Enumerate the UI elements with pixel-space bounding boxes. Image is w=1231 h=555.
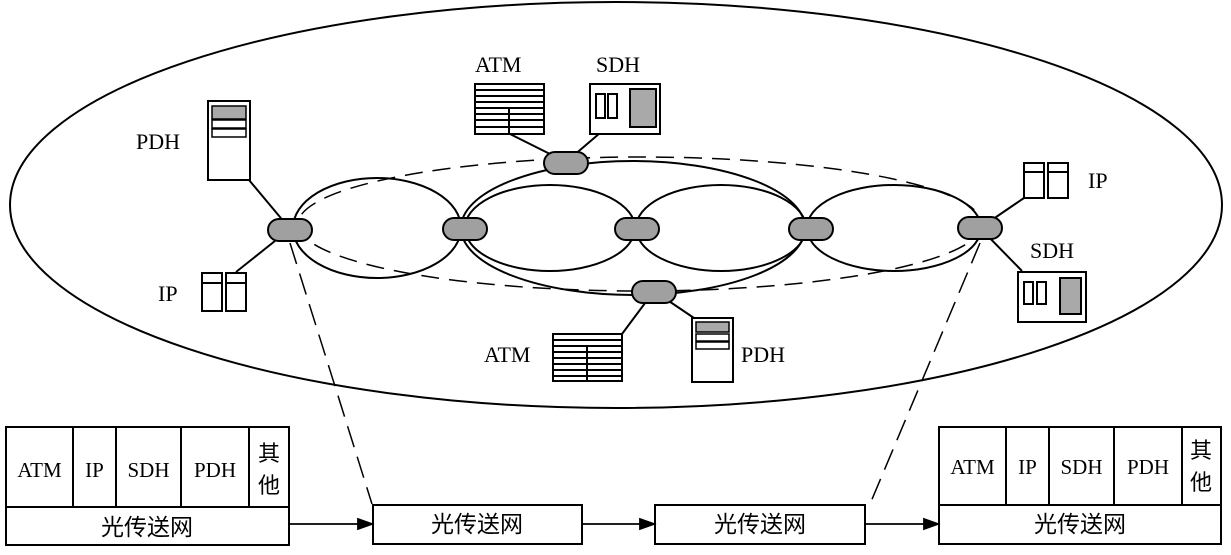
network-nodes: [267, 151, 1003, 304]
flow-arrows: [290, 517, 941, 531]
middle-box-1: [372, 504, 583, 545]
label-atm-bottom: ATM: [484, 342, 530, 367]
atm-device-bottom: [552, 333, 623, 382]
right-cell-atm: ATM: [950, 455, 995, 479]
right-cell-other-2: 他: [1190, 471, 1212, 496]
ip-device-right: [1023, 162, 1069, 199]
left-cell-sdh: SDH: [127, 458, 169, 482]
node-2[interactable]: [442, 217, 488, 241]
label-ip-left: IP: [158, 281, 178, 306]
node-4[interactable]: [788, 217, 834, 241]
label-pdh-bottom: PDH: [741, 342, 785, 367]
sdh-device-right: [1017, 271, 1087, 323]
arrow-3-head: [923, 517, 941, 531]
node-top[interactable]: [543, 151, 589, 175]
ring-link-2: [464, 184, 636, 272]
label-sdh-top: SDH: [596, 52, 640, 77]
left-cell-other-2: 他: [258, 474, 280, 499]
left-cell-other-1: 其: [258, 442, 280, 467]
right-cell-ip: IP: [1018, 455, 1037, 479]
arrow-1-head: [357, 517, 375, 531]
label-atm-top: ATM: [475, 52, 521, 77]
label-ip-right: IP: [1088, 168, 1108, 193]
left-protocol-stack: ATM IP SDH PDH 其 他 光传送网: [5, 426, 290, 546]
pdh-device-bottom: [691, 317, 734, 383]
right-protocol-stack: ATM IP SDH PDH 其 他 光传送网: [938, 426, 1222, 545]
middle-box-2-label: 光传送网: [714, 512, 806, 538]
arrow-2-head: [639, 517, 657, 531]
projection-lines: [289, 242, 981, 505]
sdh-device-top: [589, 83, 661, 135]
middle-transport-boxes: 光传送网 光传送网: [372, 504, 866, 545]
ring-link-3: [635, 184, 807, 272]
ip-device-left: [201, 272, 247, 312]
node-bottom[interactable]: [631, 280, 677, 304]
left-cell-atm: ATM: [17, 458, 62, 482]
right-cell-other-1: 其: [1190, 439, 1212, 464]
atm-device-top: [474, 83, 545, 135]
left-cell-pdh: PDH: [194, 458, 236, 482]
node-3[interactable]: [614, 217, 660, 241]
node-left[interactable]: [267, 218, 313, 242]
middle-box-2: [654, 504, 866, 545]
label-pdh-left: PDH: [136, 129, 180, 154]
pdh-device-left: [207, 100, 251, 181]
outer-network-boundary: [9, 1, 1223, 409]
right-stack-base: 光传送网: [1034, 512, 1126, 538]
right-cell-pdh: PDH: [1127, 455, 1169, 479]
right-cell-sdh: SDH: [1060, 455, 1102, 479]
left-cell-ip: IP: [85, 458, 104, 482]
node-right[interactable]: [957, 216, 1003, 240]
middle-box-1-label: 光传送网: [431, 512, 523, 538]
label-sdh-right: SDH: [1030, 238, 1074, 263]
left-stack-base: 光传送网: [101, 515, 193, 541]
ring-link-1: [292, 177, 462, 279]
